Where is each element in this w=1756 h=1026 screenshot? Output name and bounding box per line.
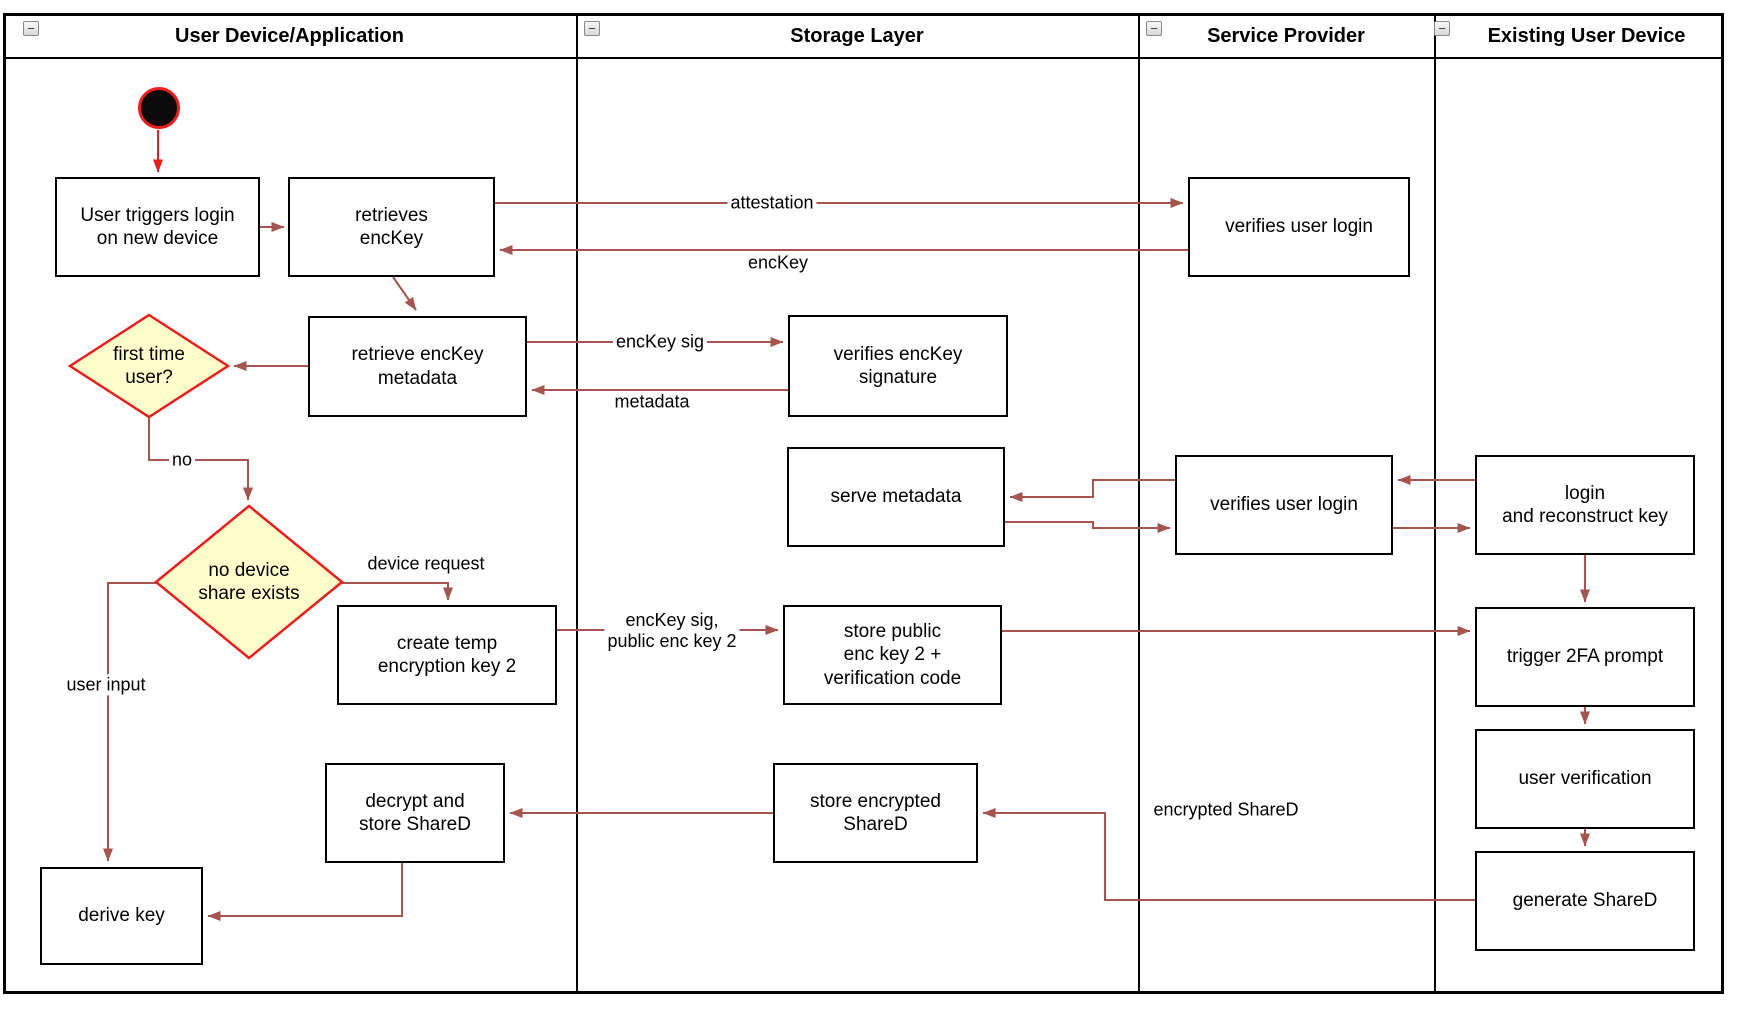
lane-header-user-device[interactable]: − User Device/Application [3, 16, 576, 57]
node-verifies-enckey-signature[interactable]: verifies encKey signature [788, 315, 1008, 417]
node-verifies-user-login-2[interactable]: verifies user login [1175, 455, 1393, 555]
node-derive-key[interactable]: derive key [40, 867, 203, 965]
lane-divider-1 [576, 13, 578, 994]
node-user-verification[interactable]: user verification [1475, 729, 1695, 829]
edge-label-attestation: attestation [727, 192, 817, 214]
edge-label-no: no [168, 449, 196, 471]
edge-label-enckey: encKey [747, 252, 809, 273]
edge-label-device-request: device request [367, 553, 485, 574]
node-verifies-user-login-1[interactable]: verifies user login [1188, 177, 1410, 277]
node-store-encrypted-shared[interactable]: store encrypted ShareD [773, 763, 978, 863]
decision-label-no-device-share: no device share exists [198, 559, 300, 604]
edge-label-enckey-sig-public: encKey sig, public enc key 2 [604, 609, 740, 653]
pool-frame [3, 13, 1724, 994]
edge-label-enckey-sig: encKey sig [612, 331, 708, 353]
collapse-minus-icon[interactable]: − [1434, 21, 1450, 36]
edge-verifies2-to-servemetadata [1009, 479, 1175, 502]
node-login-and-reconstruct-key[interactable]: login and reconstruct key [1475, 455, 1695, 555]
node-user-triggers-login[interactable]: User triggers login on new device [55, 177, 260, 277]
node-retrieve-enckey-metadata[interactable]: retrieve encKey metadata [308, 316, 527, 417]
collapse-minus-icon[interactable]: − [1146, 21, 1162, 36]
lane-title: Service Provider [1207, 25, 1365, 47]
collapse-minus-icon[interactable]: − [23, 21, 39, 36]
edge-no-branch [148, 417, 253, 501]
node-trigger-2fa-prompt[interactable]: trigger 2FA prompt [1475, 607, 1695, 707]
edge-decrypt-to-derive [207, 863, 403, 921]
header-separator [3, 57, 1724, 59]
edge-retrieves-to-metadata [392, 276, 417, 311]
collapse-minus-icon[interactable]: − [584, 21, 600, 36]
lane-header-existing-user-device[interactable]: − Existing User Device [1434, 16, 1727, 57]
node-generate-shared[interactable]: generate ShareD [1475, 851, 1695, 951]
lane-title: Storage Layer [790, 25, 924, 47]
node-create-temp-encryption-key-2[interactable]: create temp encryption key 2 [337, 605, 557, 705]
edge-device-request [342, 582, 453, 601]
edge-encrypted-shared [982, 808, 1475, 901]
start-node[interactable] [138, 87, 180, 129]
node-store-public-enc-key-2[interactable]: store public enc key 2 + verification co… [783, 605, 1002, 705]
lane-divider-2 [1138, 13, 1140, 994]
lane-header-service-provider[interactable]: − Service Provider [1138, 16, 1434, 57]
lane-divider-3 [1434, 13, 1436, 994]
edge-servemetadata-to-verifies2 [1005, 521, 1171, 533]
decision-label-first-time-user: first time user? [113, 343, 185, 388]
edge-label-encrypted-shared: encrypted ShareD [1153, 799, 1299, 820]
edge-label-user-input: user input [63, 674, 149, 696]
decision-first-time-user[interactable] [67, 313, 231, 419]
node-retrieves-enckey[interactable]: retrieves encKey [288, 177, 495, 277]
lane-title: Existing User Device [1487, 25, 1686, 47]
lane-title: User Device/Application [175, 25, 404, 47]
node-serve-metadata[interactable]: serve metadata [787, 447, 1005, 547]
lane-header-storage-layer[interactable]: − Storage Layer [576, 16, 1138, 57]
edge-label-metadata: metadata [614, 391, 690, 412]
edge-user-input [103, 582, 156, 862]
decision-no-device-share[interactable] [154, 504, 344, 660]
node-decrypt-and-store-shared[interactable]: decrypt and store ShareD [325, 763, 505, 863]
